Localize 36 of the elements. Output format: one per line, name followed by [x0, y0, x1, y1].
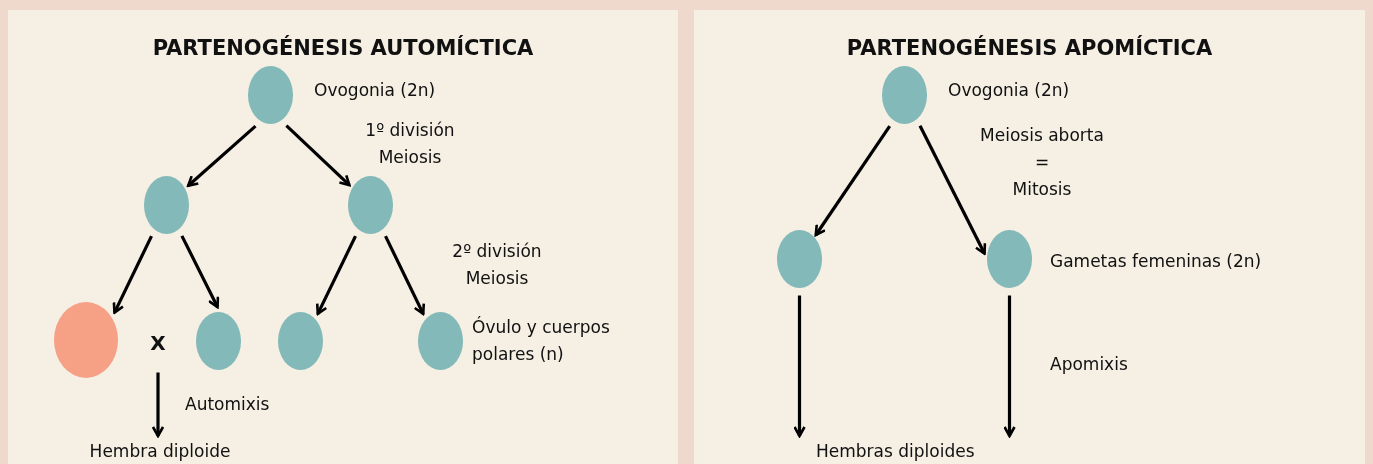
panel-background	[8, 10, 678, 464]
arrow	[1003, 295, 1016, 438]
cell-circle	[144, 176, 189, 234]
cell-circle	[348, 176, 393, 234]
arrow	[793, 295, 806, 438]
cell-label: Gametas femeninas (2n)	[1050, 250, 1262, 273]
edge-label: Apomixis	[1050, 353, 1129, 376]
cell-label: Ovogonia (2n)	[314, 79, 436, 102]
panel-title: PARTENOGÉNESIS APOMÍCTICA	[845, 36, 1214, 60]
cell-circle	[987, 230, 1032, 288]
arrow	[918, 125, 987, 255]
cross-mark: X	[146, 328, 170, 358]
cell-circle	[248, 66, 293, 124]
arrow	[285, 124, 351, 187]
edge-label: Automixis	[185, 393, 271, 416]
result-label: Hembras diploides	[788, 438, 1024, 464]
result-label: Hembra diploide	[70, 438, 250, 464]
arrow	[315, 235, 357, 316]
edge-label: Meiosis aborta = Mitosis	[979, 124, 1105, 201]
arrow	[186, 124, 257, 188]
arrow	[112, 235, 153, 314]
panel-background	[694, 10, 1365, 464]
arrow	[814, 125, 892, 237]
cell-label: Ovogonia (2n)	[948, 79, 1070, 102]
cell-circle	[777, 230, 822, 288]
edge-label: 2º división Meiosis	[451, 240, 543, 290]
cell-circle	[418, 312, 463, 370]
cell-circle	[196, 312, 241, 370]
arrow	[180, 235, 220, 309]
arrow	[151, 372, 165, 438]
cell-circle	[278, 312, 323, 370]
edge-label: 1º división Meiosis	[364, 119, 456, 169]
cell-label: Óvulo y cuerpos polares (n)	[472, 315, 611, 366]
panel-title: PARTENOGÉNESIS AUTOMÍCTICA	[151, 36, 535, 60]
cell-circle	[882, 66, 927, 124]
arrow	[384, 235, 426, 316]
